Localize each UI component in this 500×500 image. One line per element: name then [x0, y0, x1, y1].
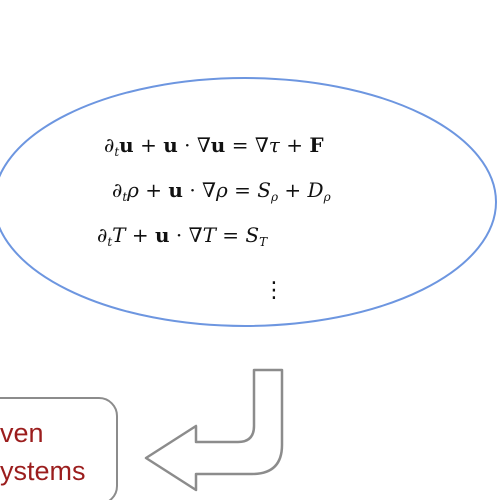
- temperature-equation: ∂tT + u · ∇T = ST: [97, 223, 268, 249]
- model-box: [0, 397, 118, 500]
- model-box-label-line2: ystems: [0, 456, 86, 486]
- vertical-ellipsis: ⋮: [263, 278, 285, 303]
- model-box-label: ven ystems: [0, 414, 86, 490]
- model-box-label-line1: ven: [0, 418, 44, 448]
- curved-arrow: [144, 368, 284, 492]
- equations-ellipse: [0, 77, 497, 327]
- momentum-equation: ∂tu + u · ∇u = ∇τ + F: [104, 133, 324, 159]
- density-equation: ∂tρ + u · ∇ρ = Sρ + Dρ: [112, 178, 331, 204]
